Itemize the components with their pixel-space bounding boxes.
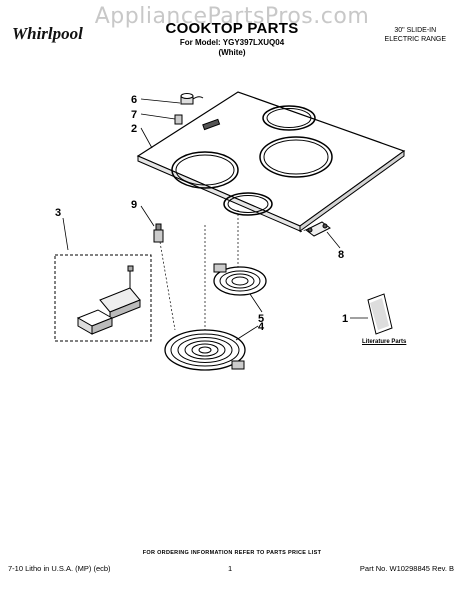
callout-3: 3 — [55, 207, 61, 219]
cooktop-glass — [136, 91, 406, 232]
page-number: 1 — [228, 564, 233, 573]
ordering-note: FOR ORDERING INFORMATION REFER TO PARTS … — [142, 550, 322, 556]
litho-info: 7-10 Litho in U.S.A. (MP) (ecb) — [8, 564, 111, 573]
range-type-line-2: ELECTRIC RANGE — [384, 36, 446, 43]
model-color: (White) — [218, 48, 246, 57]
leader-lines — [62, 98, 368, 341]
callout-4: 4 — [258, 321, 265, 333]
callout-6: 6 — [131, 94, 137, 106]
callout-2: 2 — [131, 123, 137, 135]
hot-surface-indicator — [174, 93, 204, 125]
callout-1: 1 — [342, 313, 348, 325]
assembly-lines — [159, 210, 311, 331]
terminal-block-kit — [54, 254, 152, 342]
part-number: Part No. W10298845 Rev. B — [359, 564, 454, 573]
callout-5: 5 — [258, 313, 264, 325]
literature-booklet — [367, 293, 393, 335]
limiter-switch — [153, 223, 164, 243]
range-type: 30" SLIDE-IN ELECTRIC RANGE — [385, 26, 446, 44]
small-surface-element — [213, 263, 267, 296]
callout-9: 9 — [131, 199, 137, 211]
range-type-line-1: 30" SLIDE-IN — [394, 27, 437, 34]
large-surface-element — [164, 329, 246, 371]
bracket — [305, 221, 331, 237]
watermark: AppliancePartsPros.com — [94, 4, 370, 29]
callout-7: 7 — [131, 109, 137, 121]
cooktop-exploded-diagram: 6 7 2 3 9 8 5 4 1 — [54, 91, 406, 371]
page-title: COOKTOP PARTS — [165, 20, 299, 37]
callout-8: 8 — [338, 249, 344, 261]
literature-parts-label: Literature Parts — [362, 339, 407, 345]
model-number: For Model: YGY397LXUQ04 — [179, 38, 285, 47]
whirlpool-logo: Whirlpool — [12, 24, 83, 43]
